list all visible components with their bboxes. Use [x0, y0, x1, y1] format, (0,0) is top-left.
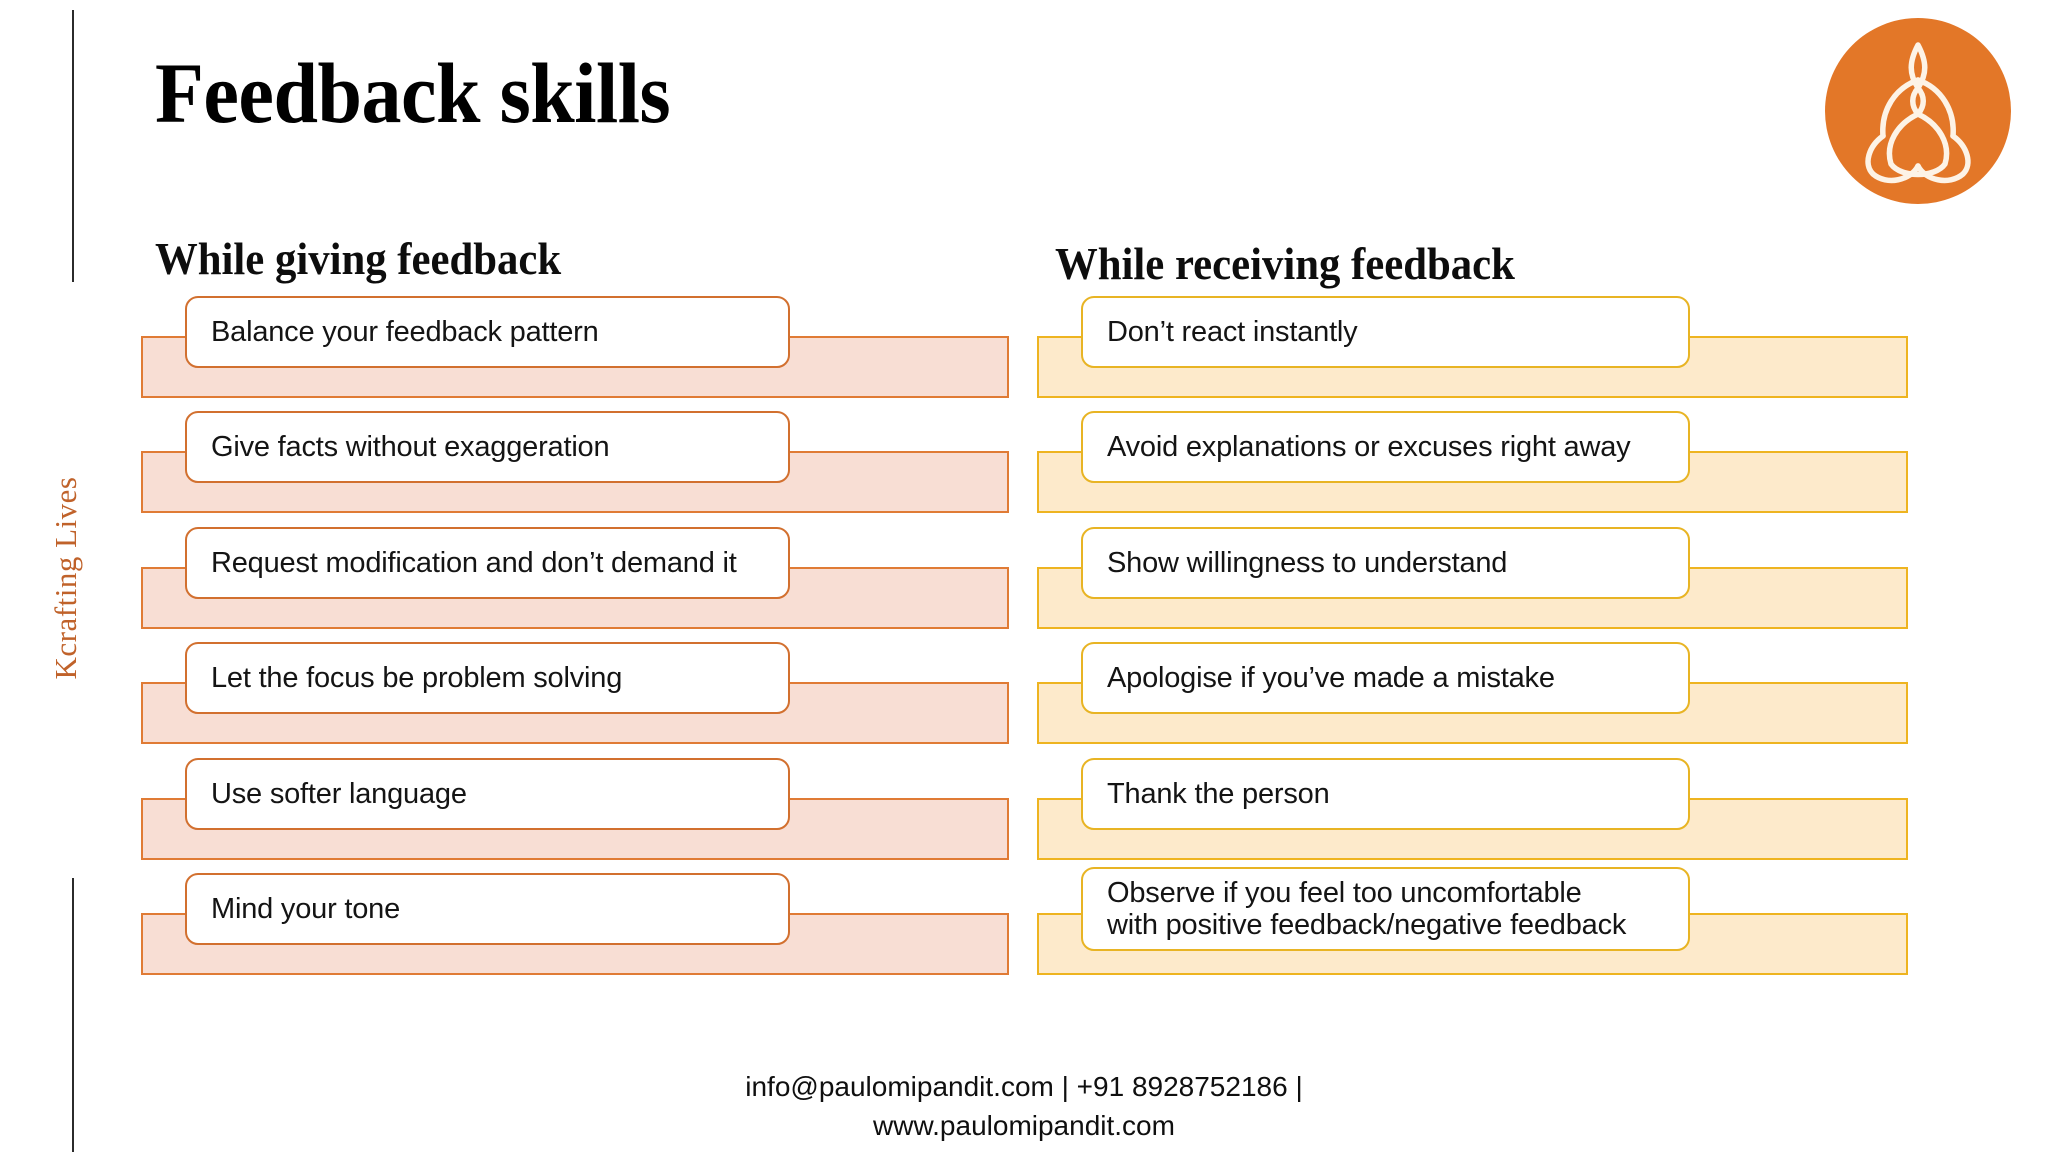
row-card-label: Mind your tone — [211, 892, 401, 925]
row-card-label: Don’t react instantly — [1107, 315, 1358, 348]
row-card-label: Show willingness to understand — [1107, 546, 1508, 579]
list-item[interactable]: Avoid explanations or excuses right away — [1037, 411, 1908, 513]
list-item[interactable]: Mind your tone — [141, 873, 1009, 975]
column-heading-receiving: While receiving feedback — [1055, 239, 1515, 289]
list-item[interactable]: Apologise if you’ve made a mistake — [1037, 642, 1908, 744]
footer-website-line: www.paulomipandit.com — [873, 1109, 1175, 1141]
list-item[interactable]: Thank the person — [1037, 758, 1908, 860]
row-card-label: Balance your feedback pattern — [211, 315, 599, 348]
row-card[interactable]: Balance your feedback pattern — [185, 296, 790, 368]
list-item[interactable]: Let the focus be problem solving — [141, 642, 1009, 744]
row-card-label: Avoid explanations or excuses right away — [1107, 430, 1631, 463]
list-item[interactable]: Don’t react instantly — [1037, 296, 1908, 398]
row-card[interactable]: Apologise if you’ve made a mistake — [1081, 642, 1690, 714]
list-item[interactable]: Show willingness to understand — [1037, 527, 1908, 629]
page-title: Feedback skills — [155, 45, 671, 141]
row-card-label: Apologise if you’ve made a mistake — [1107, 661, 1555, 694]
row-card[interactable]: Show willingness to understand — [1081, 527, 1690, 599]
left-margin-rule-bottom — [72, 878, 74, 1152]
row-card[interactable]: Avoid explanations or excuses right away — [1081, 411, 1690, 483]
row-card-label: Give facts without exaggeration — [211, 430, 610, 463]
row-card-label: Let the focus be problem solving — [211, 661, 623, 694]
footer-contact-line: info@paulomipandit.com | +91 8928752186 … — [745, 1071, 1303, 1102]
row-card-label: Use softer language — [211, 777, 467, 810]
list-item[interactable]: Observe if you feel too uncomfortable wi… — [1037, 867, 1908, 975]
list-item[interactable]: Balance your feedback pattern — [141, 296, 1009, 398]
column-heading-giving: While giving feedback — [155, 234, 562, 284]
list-item[interactable]: Request modification and don’t demand it — [141, 527, 1009, 629]
row-card[interactable]: Use softer language — [185, 758, 790, 830]
list-item[interactable]: Use softer language — [141, 758, 1009, 860]
list-item[interactable]: Give facts without exaggeration — [141, 411, 1009, 513]
row-card[interactable]: Let the focus be problem solving — [185, 642, 790, 714]
row-card[interactable]: Give facts without exaggeration — [185, 411, 790, 483]
triquetra-icon — [1865, 42, 1971, 184]
row-card[interactable]: Don’t react instantly — [1081, 296, 1690, 368]
row-card[interactable]: Thank the person — [1081, 758, 1690, 830]
row-card-label: Observe if you feel too uncomfortable wi… — [1107, 876, 1627, 941]
brand-logo — [1825, 18, 2011, 204]
left-margin-rule-top — [72, 10, 74, 282]
footer: info@paulomipandit.com | +91 8928752186 … — [0, 1068, 2048, 1145]
row-card[interactable]: Mind your tone — [185, 873, 790, 945]
row-card-label: Thank the person — [1107, 777, 1330, 810]
row-card[interactable]: Observe if you feel too uncomfortable wi… — [1081, 867, 1690, 951]
row-card[interactable]: Request modification and don’t demand it — [185, 527, 790, 599]
row-card-label: Request modification and don’t demand it — [211, 546, 737, 579]
